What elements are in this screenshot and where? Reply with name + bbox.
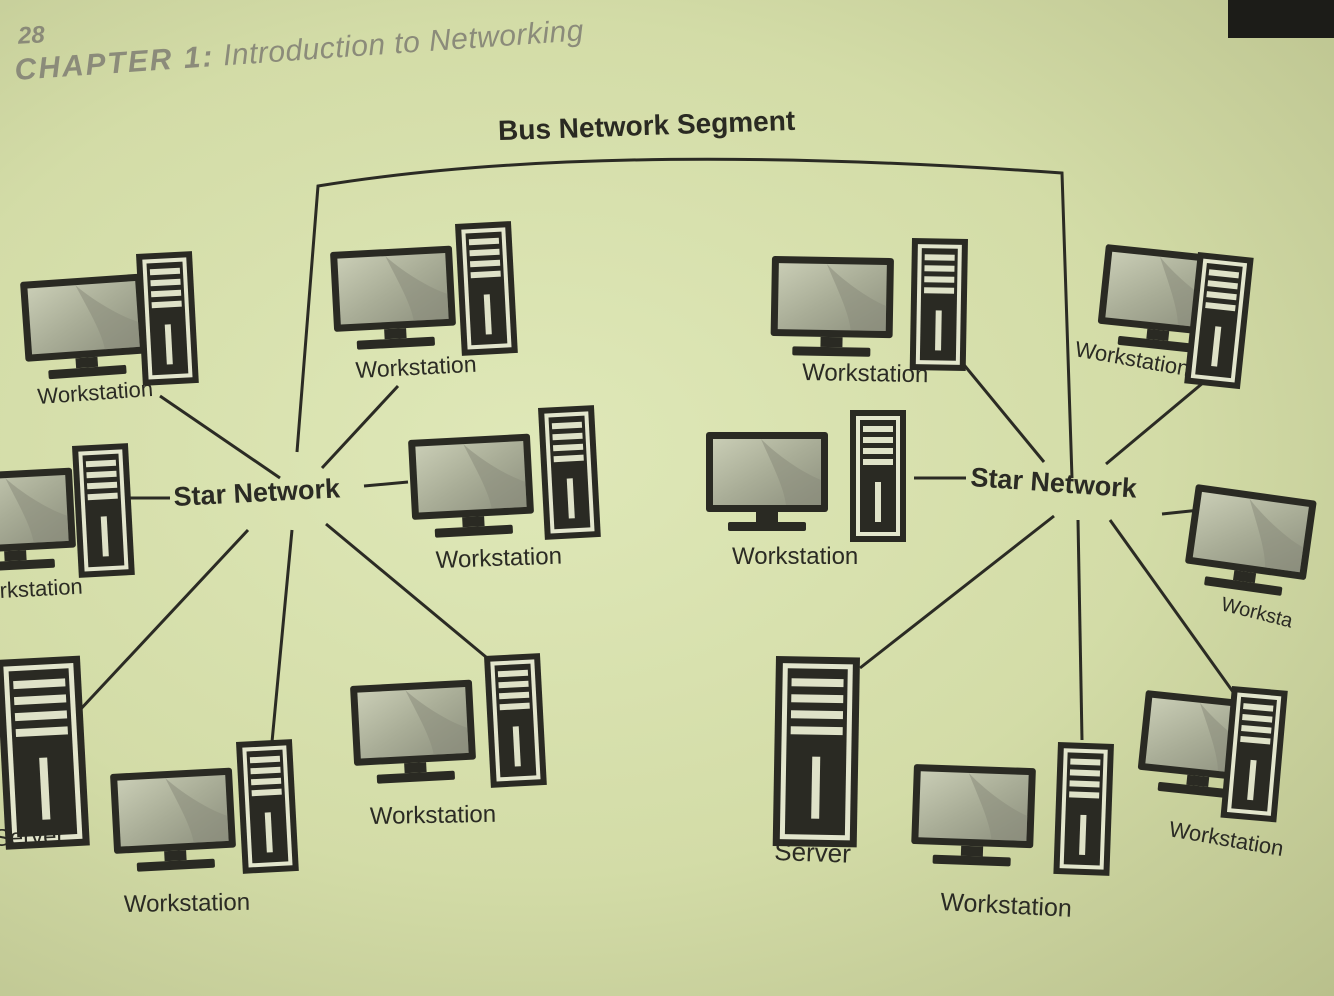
workstation-right-mid-right[interactable]	[1182, 484, 1317, 600]
workstation-right-bottom-right[interactable]	[1135, 686, 1288, 823]
left-star-network-label: Star Network	[173, 473, 342, 512]
workstation-right-top[interactable]	[770, 238, 968, 371]
workstation-left-mid-right[interactable]	[408, 405, 601, 540]
label-left-bottom: Workstation	[124, 889, 251, 918]
server-right[interactable]	[772, 656, 860, 848]
label-right-bottom: Workstation	[940, 888, 1073, 923]
label-right-mid-left: Workstation	[732, 543, 858, 570]
bus-segment-line	[295, 157, 1074, 479]
label-left-mid-left: rkstation	[0, 574, 83, 603]
label-right-top: Workstation	[802, 359, 929, 388]
workstation-left-top-mid[interactable]	[330, 221, 518, 356]
label-right-mid-right: Worksta	[1219, 594, 1296, 633]
workstation-right-mid-left[interactable]	[706, 410, 906, 542]
label-right-server: Server	[774, 836, 852, 869]
server-left[interactable]	[0, 655, 90, 850]
workstation-left-top-left[interactable]	[20, 251, 199, 386]
right-star-links	[859, 359, 1248, 741]
label-left-top-mid: Workstation	[355, 351, 477, 383]
left-star-links	[76, 384, 493, 743]
label-left-mid-right: Workstation	[435, 543, 562, 574]
label-left-top-left: Workstation	[37, 376, 154, 409]
workstation-left-bottom-right[interactable]	[350, 653, 547, 788]
label-left-bottom-right: Workstation	[370, 801, 497, 830]
workstation-right-bottom[interactable]	[910, 742, 1114, 876]
book-spine-shadow	[1228, 0, 1334, 38]
label-left-server: Server	[0, 823, 65, 852]
label-right-bottom-right: Workstation	[1167, 816, 1285, 861]
right-star-network-label: Star Network	[970, 462, 1139, 504]
workstation-left-mid-left[interactable]	[0, 443, 135, 578]
workstation-left-bottom[interactable]	[110, 739, 299, 874]
